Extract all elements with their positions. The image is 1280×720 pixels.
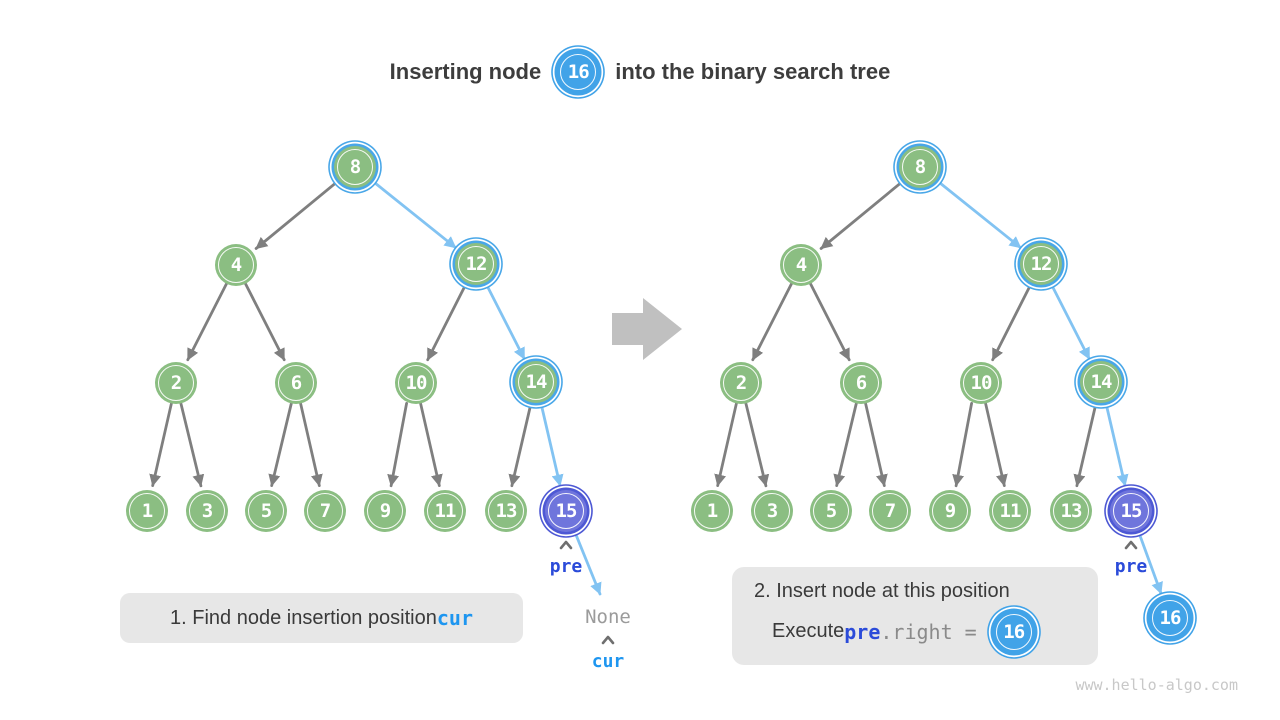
step2-caption: 2. Insert node at this position Execute … (732, 567, 1098, 665)
right-tree-blue-edges (935, 178, 1163, 595)
right-node-3: 3 (751, 490, 793, 532)
left-node-15: 15 (545, 490, 587, 532)
right-tree-gray-edges (714, 178, 1098, 488)
left-tree-blue-edges (369, 178, 602, 596)
right-node-7: 7 (869, 490, 911, 532)
right-node-15: 15 (1110, 490, 1152, 532)
step2-prefix: Execute (772, 620, 845, 642)
left-node-6: 6 (275, 362, 317, 404)
none-label: None (585, 606, 631, 628)
left-node-12: 12 (455, 243, 497, 285)
caret-up-icon (559, 540, 573, 550)
page-title: Inserting node 16 into the binary search… (0, 50, 1280, 94)
right-pre-label: pre (1114, 556, 1148, 577)
right-node-13: 13 (1050, 490, 1092, 532)
left-node-14: 14 (515, 361, 557, 403)
right-node-1: 1 (691, 490, 733, 532)
step1-caption: 1. Find node insertion position cur (120, 593, 523, 643)
left-node-11: 11 (424, 490, 466, 532)
left-node-2: 2 (155, 362, 197, 404)
right-node-12: 12 (1020, 243, 1062, 285)
title-prefix: Inserting node (389, 59, 542, 84)
left-node-3: 3 (186, 490, 228, 532)
cur-label: cur (591, 651, 625, 672)
left-node-10: 10 (395, 362, 437, 404)
title-node-16: 16 (557, 51, 600, 93)
left-node-1: 1 (126, 490, 168, 532)
right-node-6: 6 (840, 362, 882, 404)
left-tree-gray-edges (149, 178, 533, 488)
title-suffix: into the binary search tree (615, 59, 891, 84)
right-node-16: 16 (1149, 597, 1191, 639)
right-node-11: 11 (989, 490, 1031, 532)
right-node-9: 9 (929, 490, 971, 532)
right-node-8: 8 (899, 146, 941, 188)
left-node-7: 7 (304, 490, 346, 532)
step2-right-code: .right = (880, 619, 977, 644)
watermark: www.hello-algo.com (1075, 676, 1238, 694)
left-pre-label: pre (549, 556, 583, 577)
step-arrow-icon (612, 298, 682, 360)
step2-line1: 2. Insert node at this position (754, 579, 1010, 602)
left-node-4: 4 (215, 244, 257, 286)
step1-text: 1. Find node insertion position (170, 606, 437, 629)
step1-cur-code: cur (436, 606, 473, 630)
right-node-5: 5 (810, 490, 852, 532)
left-node-5: 5 (245, 490, 287, 532)
step2-node-16: 16 (992, 610, 1035, 653)
right-node-4: 4 (780, 244, 822, 286)
step2-pre-code: pre (844, 619, 881, 644)
right-node-2: 2 (720, 362, 762, 404)
caret-up-icon (1124, 540, 1138, 550)
caret-up-icon (601, 635, 615, 645)
step2-line2: Execute pre .right = 16 (772, 610, 1098, 653)
left-node-13: 13 (485, 490, 527, 532)
right-node-14: 14 (1080, 361, 1122, 403)
right-node-10: 10 (960, 362, 1002, 404)
left-node-9: 9 (364, 490, 406, 532)
left-node-8: 8 (334, 146, 376, 188)
